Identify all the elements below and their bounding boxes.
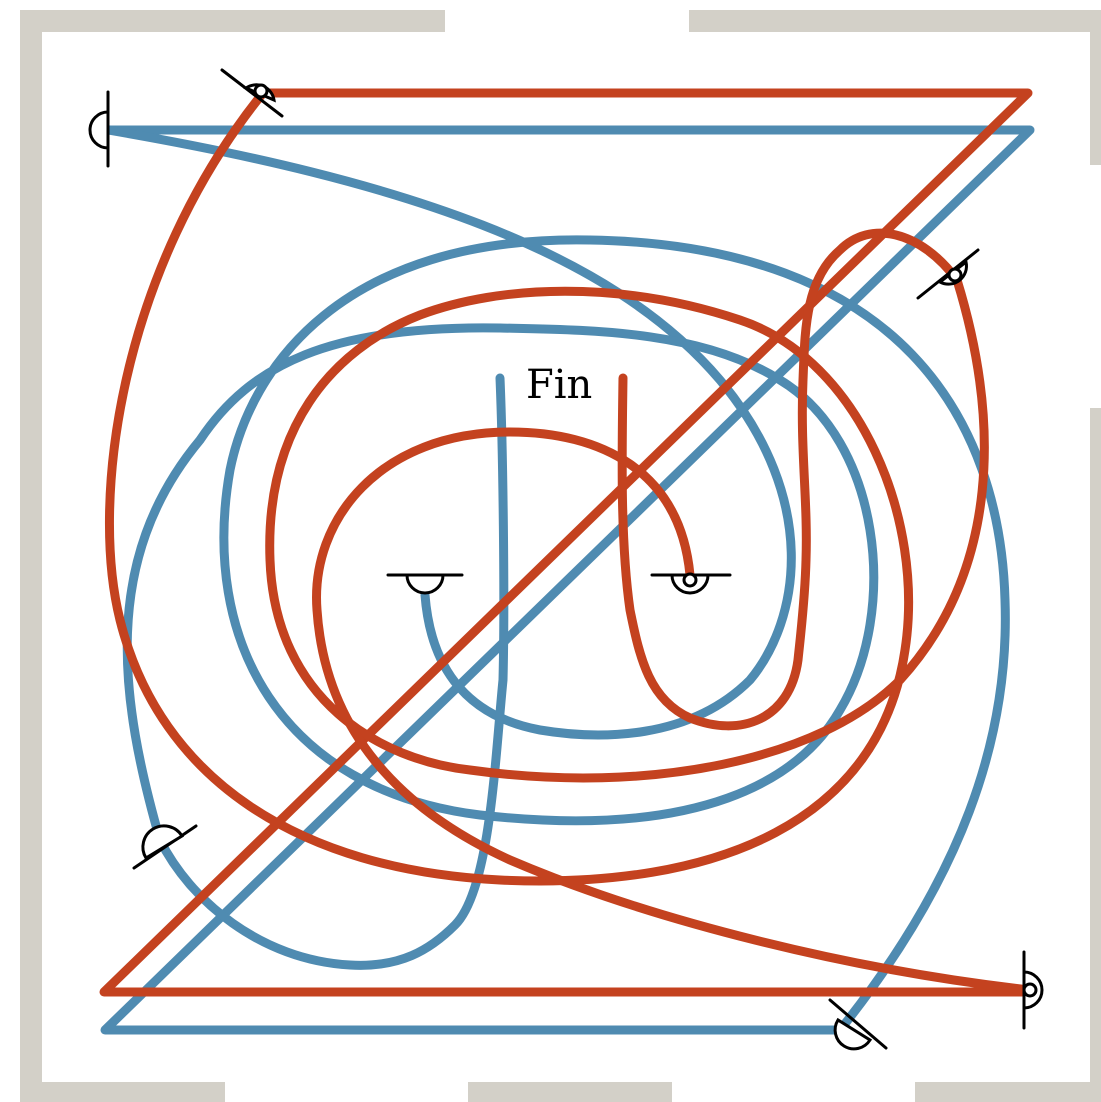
wall-bottom-middle: [468, 1082, 672, 1102]
marker-cup: [405, 573, 445, 595]
wall-bottom-left: [20, 1082, 225, 1102]
wall-top-left: [20, 10, 445, 32]
red-track-top-lobe: [617, 228, 962, 731]
marker-dot: [253, 83, 269, 99]
red-track-z-top: [99, 88, 1035, 997]
endpoint-marker-blue-top-left[interactable]: [88, 90, 110, 168]
marker-bar: [220, 68, 284, 118]
marker-cup: [141, 824, 185, 861]
red-track-inner-arc: [312, 427, 1035, 995]
wall-top-right: [689, 10, 1101, 32]
marker-dot: [947, 267, 963, 283]
blue-track-outer-loop: [122, 235, 1010, 1035]
endpoint-marker-red-right[interactable]: [916, 248, 980, 300]
endpoint-markers: [88, 68, 1044, 1051]
blue-track-inner-hook: [155, 373, 509, 970]
endpoint-marker-blue-left[interactable]: [132, 824, 198, 870]
endpoint-marker-red-top[interactable]: [220, 68, 284, 118]
wall-left: [20, 10, 42, 1102]
maze-walls: [20, 10, 1101, 1102]
endpoint-marker-red-bottom-right[interactable]: [1022, 950, 1044, 1030]
marker-cup: [833, 1017, 873, 1051]
red-track-outer-loop: [105, 88, 989, 886]
blue-track: [100, 125, 1035, 1035]
finish-label: Fin: [526, 362, 592, 408]
wall-right-lower: [1090, 408, 1101, 1102]
red-track: [99, 88, 1035, 997]
blue-track-z-top: [100, 125, 1035, 1035]
marker-dot: [1022, 982, 1038, 998]
endpoint-marker-blue-bottom[interactable]: [828, 998, 888, 1051]
marker-dot: [682, 572, 698, 588]
endpoint-marker-blue-center[interactable]: [386, 573, 464, 595]
blue-track-sweep: [103, 125, 796, 740]
wall-right-upper: [1090, 10, 1101, 165]
wall-bottom-right: [915, 1082, 1101, 1102]
marker-bar: [828, 998, 888, 1050]
endpoint-marker-red-center[interactable]: [650, 572, 732, 595]
marker-cup: [88, 110, 110, 150]
